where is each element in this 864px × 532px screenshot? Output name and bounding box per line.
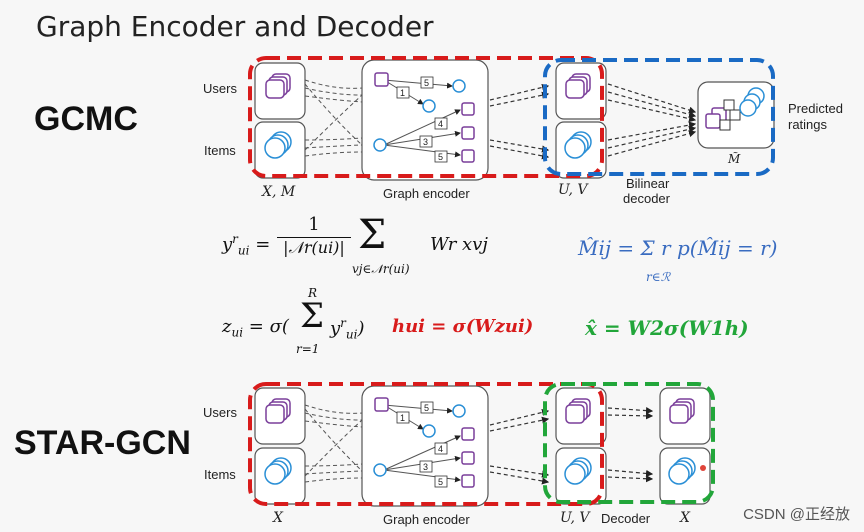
formula-h: hui = σ(Wzui) <box>392 316 534 337</box>
formula-y-lhs: yrui = <box>222 232 271 258</box>
star-edge-label: 1 <box>400 413 405 423</box>
star-edge-label: 4 <box>438 444 443 454</box>
gcmc-edge-label: 4 <box>438 119 443 129</box>
formula-y-sum: Σ <box>358 212 387 258</box>
page-title: Graph Encoder and Decoder <box>36 10 434 43</box>
gcmc-items-label: Items <box>204 143 236 158</box>
formula-z-sum-bot: r=1 <box>296 342 320 356</box>
formula-z-sum-top: R <box>308 286 318 300</box>
stargcn-title: STAR-GCN <box>14 424 191 462</box>
star-uv-label: U, V <box>560 510 590 526</box>
gcmc-decoder-label: decoder <box>623 191 670 206</box>
formula-z-term: yrui) <box>330 316 365 342</box>
formula-z: zui = σ( <box>222 316 289 340</box>
formula-m: M̂ij = Σ r p(M̂ij = r) <box>578 236 778 260</box>
formula-m-sub: r∈ℛ <box>646 270 671 284</box>
gcmc-users-label: Users <box>203 81 237 96</box>
star-users-label: Users <box>203 405 237 420</box>
stargcn-diagram <box>248 382 715 507</box>
gcmc-xm-label: X, M <box>262 184 296 200</box>
gcmc-diagram <box>248 56 775 181</box>
watermark: CSDN @正经放 <box>743 506 850 523</box>
gcmc-uv-label: U, V <box>558 182 588 198</box>
star-x-left-label: X <box>273 510 283 526</box>
gcmc-edge-label: 5 <box>424 78 429 88</box>
gcmc-encoder-label: Graph encoder <box>383 186 470 201</box>
star-decoder-label: Decoder <box>601 511 651 526</box>
formula-y-frac: 1 |𝒩r(ui)| <box>277 214 351 258</box>
star-items-label: Items <box>204 467 236 482</box>
star-edge-label: 5 <box>438 477 443 487</box>
star-edge-label: 3 <box>423 462 428 472</box>
gcmc-mtilde-label: M̃ <box>728 152 741 166</box>
formula-y-term: Wr xvj <box>430 234 488 255</box>
star-edge-label: 5 <box>424 403 429 413</box>
gcmc-edge-label: 1 <box>400 88 405 98</box>
star-x-right-label: X <box>680 510 690 526</box>
gcmc-bilinear-label: Bilinear <box>626 176 670 191</box>
formula-x: x̂ = W2σ(W1h) <box>585 316 749 340</box>
formula-z-sum: Σ <box>300 296 325 336</box>
formula-y-sum-sub: vj∈𝒩r(ui) <box>352 262 410 276</box>
gcmc-edge-label: 3 <box>423 137 428 147</box>
gcmc-edge-label: 5 <box>438 152 443 162</box>
star-encoder-label: Graph encoder <box>383 512 470 527</box>
gcmc-title: GCMC <box>34 100 138 138</box>
gcmc-predicted-label: Predicted <box>788 101 843 116</box>
gcmc-ratings-label: ratings <box>788 117 828 132</box>
